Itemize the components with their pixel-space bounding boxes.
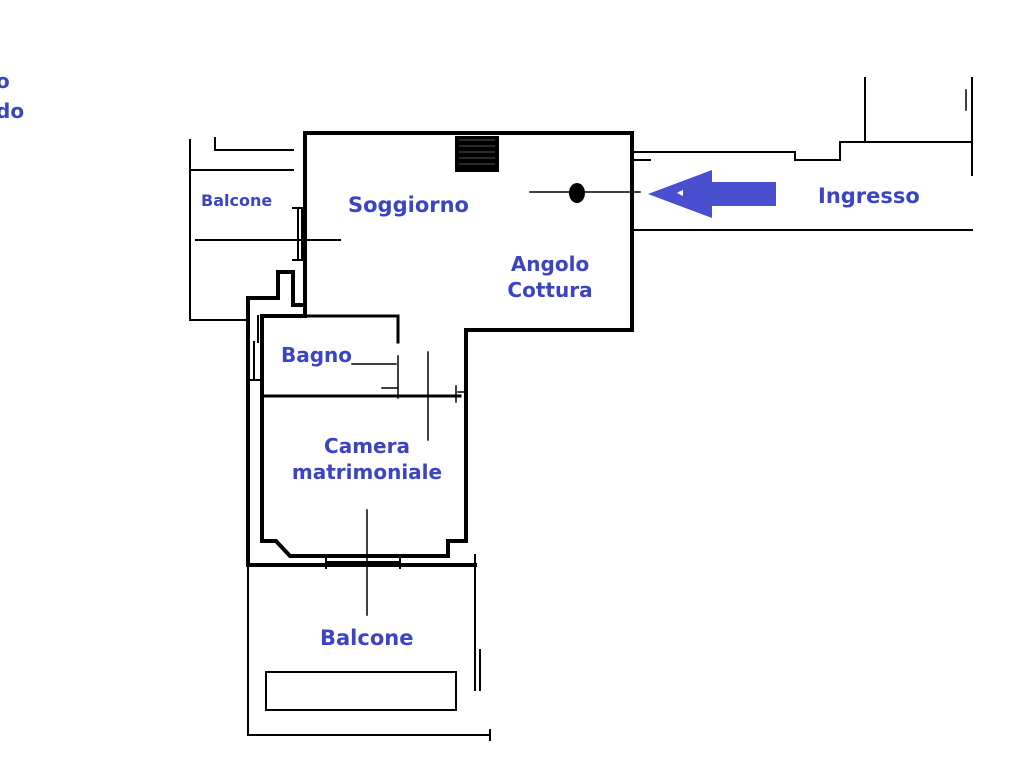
entrance-arrow <box>648 170 776 218</box>
cut-off-line-1: o <box>0 69 10 93</box>
bagno-wall <box>260 314 462 398</box>
bagno-door <box>351 355 399 399</box>
chimney-hatch <box>459 139 495 165</box>
cut-off-label: o do <box>0 66 24 126</box>
balcone-left-wall <box>189 137 341 321</box>
room-label-soggiorno: Soggiorno <box>348 193 469 217</box>
outer-wall-left <box>246 131 477 567</box>
room-label-camera-matrimoniale: Camera matrimoniale <box>282 433 452 485</box>
entrance-label: Ingresso <box>818 184 920 208</box>
camera-line-2: matrimoniale <box>291 460 443 484</box>
corridor-top <box>631 77 973 176</box>
room-label-balcone-left: Balcone <box>201 191 273 210</box>
room-label-balcone-bottom: Balcone <box>320 626 414 650</box>
angolo-line-1: Angolo <box>510 252 590 276</box>
wall-left-line <box>247 315 263 381</box>
room-label-bagno: Bagno <box>281 343 353 367</box>
chimney-block <box>455 136 499 172</box>
angolo-line-2: Cottura <box>507 278 593 302</box>
window-bottom <box>325 555 401 569</box>
walls <box>189 77 973 741</box>
ingresso-marker: ▲ <box>675 189 684 196</box>
balcone-planter <box>265 671 457 711</box>
cut-off-line-2: do <box>0 99 25 123</box>
camera-line-1: Camera <box>324 434 410 458</box>
window-left <box>292 207 306 261</box>
interior-lines <box>427 351 467 441</box>
balcone-bottom-wall <box>247 554 491 741</box>
column-dot <box>569 183 585 203</box>
room-label-angolo-cottura: Angolo Cottura <box>500 251 600 303</box>
